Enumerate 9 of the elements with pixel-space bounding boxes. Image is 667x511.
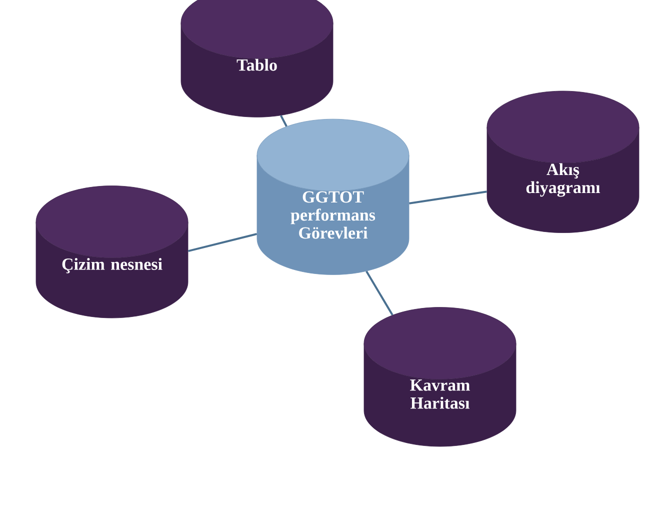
- cylinder: Tablo: [180, 0, 334, 118]
- connector-line: [188, 232, 258, 252]
- connector-line: [280, 115, 288, 127]
- cylinder: Çizim nesnesi: [36, 186, 188, 318]
- cylinder: Akış diyagramı: [486, 90, 640, 233]
- cylinder: GGTOT performans Görevleri: [256, 118, 410, 275]
- cylinder: Kavram Haritası: [364, 307, 516, 447]
- connector-line: [366, 270, 394, 316]
- connector-line: [409, 190, 487, 204]
